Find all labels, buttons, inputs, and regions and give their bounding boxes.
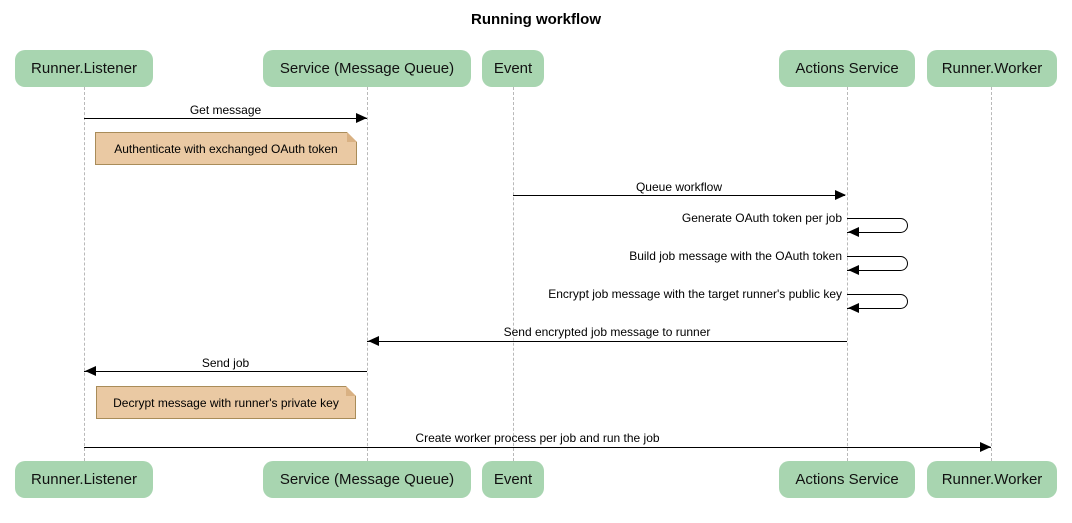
lifeline-runner-listener — [84, 87, 85, 461]
diagram-title: Running workflow — [471, 11, 601, 28]
actor-actions-service-bottom: Actions Service — [779, 461, 915, 498]
message-line-queue-workflow — [513, 195, 845, 196]
message-label-send-job: Send job — [201, 356, 250, 370]
lifeline-event — [513, 87, 514, 461]
message-label-generate-oauth-token: Generate OAuth token per job — [681, 211, 842, 225]
message-line-create-worker-process — [84, 447, 991, 448]
message-label-build-job-message: Build job message with the OAuth token — [629, 249, 842, 263]
actor-service-message-queue-top: Service (Message Queue) — [263, 50, 471, 87]
message-label-create-worker-process: Create worker process per job and run th… — [415, 431, 660, 445]
arrowhead-left-icon — [368, 336, 379, 346]
note-authenticate-oauth: Authenticate with exchanged OAuth token — [95, 132, 357, 165]
actor-runner-worker-bottom: Runner.Worker — [927, 461, 1057, 498]
arrowhead-left-icon — [848, 227, 859, 237]
lifeline-actions-service — [847, 87, 848, 461]
arrowhead-left-icon — [848, 265, 859, 275]
actor-actions-service-top: Actions Service — [779, 50, 915, 87]
message-line-send-job — [84, 371, 367, 372]
message-label-send-encrypted-job: Send encrypted job message to runner — [503, 325, 711, 339]
actor-event-bottom: Event — [482, 461, 544, 498]
actor-event-top: Event — [482, 50, 544, 87]
actor-service-message-queue-bottom: Service (Message Queue) — [263, 461, 471, 498]
arrowhead-right-icon — [356, 113, 367, 123]
arrowhead-left-icon — [848, 303, 859, 313]
actor-runner-listener-bottom: Runner.Listener — [15, 461, 153, 498]
message-line-send-encrypted-job — [367, 341, 847, 342]
message-label-get-message: Get message — [189, 103, 262, 117]
note-decrypt-message: Decrypt message with runner's private ke… — [96, 386, 356, 419]
message-label-encrypt-job-message: Encrypt job message with the target runn… — [548, 287, 842, 301]
self-message-loop — [847, 218, 908, 233]
actor-runner-worker-top: Runner.Worker — [927, 50, 1057, 87]
message-line-get-message — [84, 118, 367, 119]
message-label-queue-workflow: Queue workflow — [635, 180, 723, 194]
actor-runner-listener-top: Runner.Listener — [15, 50, 153, 87]
self-message-loop — [847, 294, 908, 309]
lifeline-runner-worker — [991, 87, 992, 461]
self-message-loop — [847, 256, 908, 271]
arrowhead-left-icon — [85, 366, 96, 376]
arrowhead-right-icon — [835, 190, 846, 200]
lifeline-service-message-queue — [367, 87, 368, 461]
arrowhead-right-icon — [980, 442, 991, 452]
